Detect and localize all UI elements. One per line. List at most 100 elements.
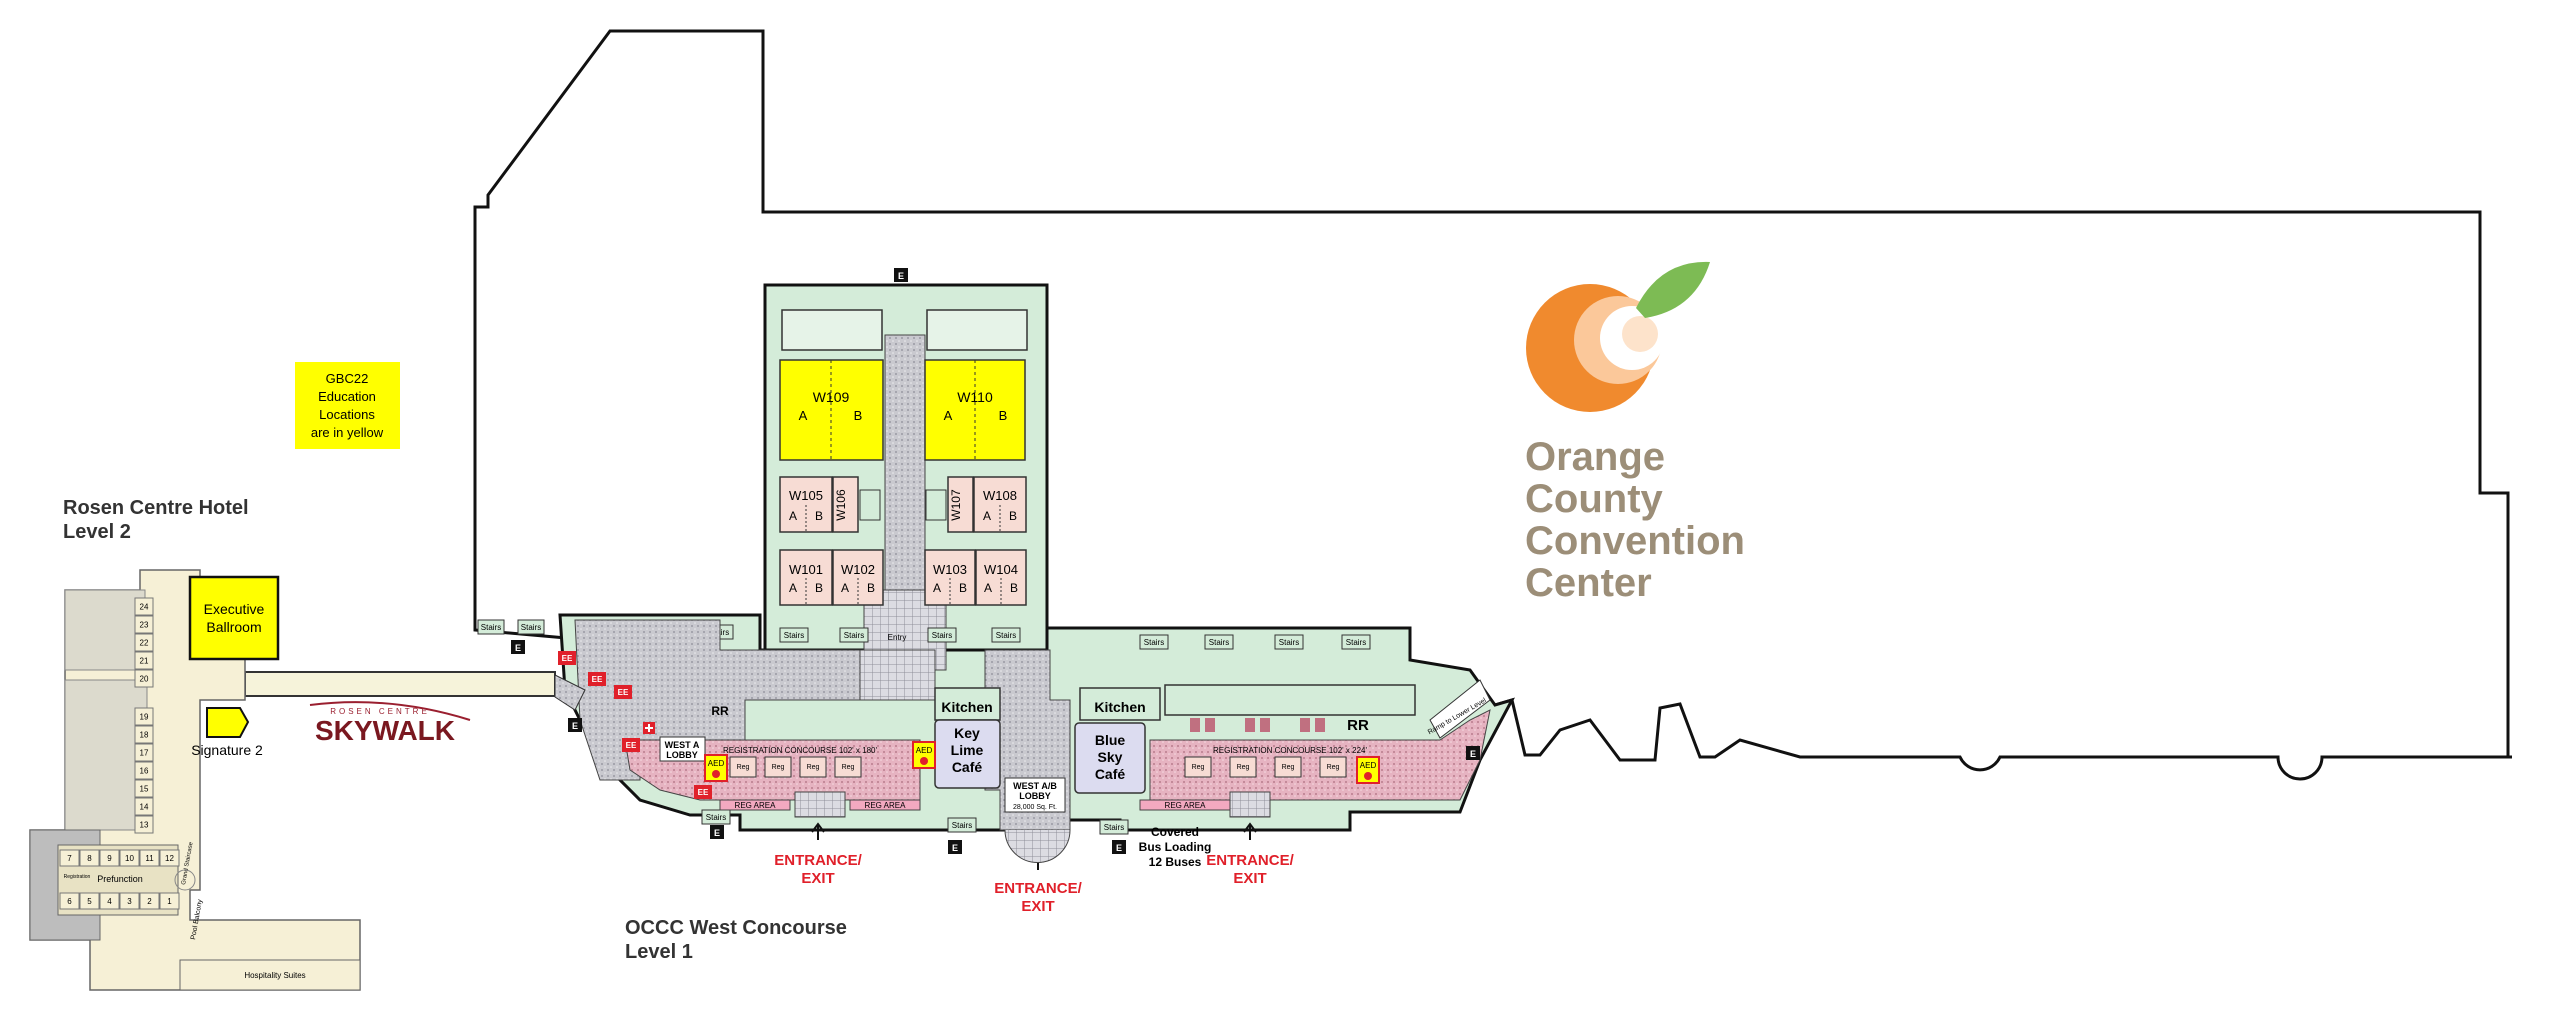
svg-text:WEST A: WEST A xyxy=(665,740,700,750)
svg-text:Stairs: Stairs xyxy=(1346,638,1366,647)
room-w108[interactable]: W108 A B xyxy=(973,476,1027,533)
svg-text:Lime: Lime xyxy=(951,742,984,758)
entrance-exit-1[interactable]: ENTRANCE/ EXIT xyxy=(774,822,863,887)
rosen-room xyxy=(134,815,154,834)
rosen-room xyxy=(119,849,140,867)
room-w106[interactable]: W106 xyxy=(832,476,859,533)
rosen-room-number: 13 xyxy=(140,821,149,830)
kitchen-right: Kitchen xyxy=(1079,687,1161,721)
rosen-room xyxy=(99,892,120,910)
svg-text:REG AREA: REG AREA xyxy=(865,801,907,810)
svg-text:Reg: Reg xyxy=(842,764,855,771)
svg-text:Stairs: Stairs xyxy=(1144,638,1164,647)
key-lime-cafe[interactable]: Key Lime Café xyxy=(934,719,1001,789)
svg-text:Café: Café xyxy=(952,759,983,775)
rosen-room xyxy=(134,725,154,744)
svg-text:EXIT: EXIT xyxy=(801,870,834,887)
room-w104[interactable]: W104 A B xyxy=(975,549,1027,606)
svg-text:County: County xyxy=(1525,477,1664,521)
svg-text:Covered: Covered xyxy=(1151,825,1199,839)
svg-text:Stairs: Stairs xyxy=(784,631,804,640)
room-w101[interactable]: W101 A B xyxy=(779,549,833,606)
blue-sky-cafe[interactable]: Blue Sky Café xyxy=(1074,722,1146,794)
rosen-room xyxy=(134,597,154,616)
svg-text:Stairs: Stairs xyxy=(844,631,864,640)
rosen-room-number: 3 xyxy=(127,897,132,906)
room-w102[interactable]: W102 A B xyxy=(832,549,884,606)
svg-text:Ballroom: Ballroom xyxy=(206,619,261,635)
svg-text:B: B xyxy=(1010,581,1018,595)
svg-text:E: E xyxy=(714,828,720,838)
rosen-room xyxy=(59,892,80,910)
svg-text:ENTRANCE/: ENTRANCE/ xyxy=(1206,852,1294,869)
occc-logo: Orange County Convention Center xyxy=(1525,261,1745,605)
rosen-room-number: 8 xyxy=(87,854,92,863)
rosen-room-number: 23 xyxy=(140,621,149,630)
svg-text:Locations: Locations xyxy=(319,407,375,422)
rosen-room-number: 9 xyxy=(107,854,112,863)
svg-text:Stairs: Stairs xyxy=(1209,638,1229,647)
rosen-room-number: 21 xyxy=(140,657,149,666)
svg-text:A: A xyxy=(933,581,941,595)
svg-text:EE: EE xyxy=(562,654,573,663)
aed-marker: AED xyxy=(912,741,936,769)
rosen-room-number: 22 xyxy=(140,639,149,648)
svg-text:are in yellow: are in yellow xyxy=(311,425,384,440)
room-w103[interactable]: W103 A B xyxy=(924,549,976,606)
svg-text:Key: Key xyxy=(954,725,980,741)
svg-text:Café: Café xyxy=(1095,766,1126,782)
rosen-room xyxy=(134,669,154,688)
room-w105[interactable]: W105 A B xyxy=(779,476,833,533)
entrance-exit-3[interactable]: ENTRANCE/ EXIT xyxy=(1206,822,1295,887)
svg-text:Stairs: Stairs xyxy=(481,623,501,632)
svg-text:E: E xyxy=(515,643,521,653)
svg-text:Prefunction: Prefunction xyxy=(97,874,143,884)
svg-text:W104: W104 xyxy=(984,562,1018,577)
svg-text:Stairs: Stairs xyxy=(952,821,972,830)
svg-text:W102: W102 xyxy=(841,562,875,577)
svg-text:Blue: Blue xyxy=(1095,732,1126,748)
svg-text:Stairs: Stairs xyxy=(706,813,726,822)
svg-text:RR: RR xyxy=(1347,717,1369,734)
room-w109[interactable]: W109 A B xyxy=(779,359,884,461)
svg-text:B: B xyxy=(815,581,823,595)
room-w107[interactable]: W107 xyxy=(947,476,974,533)
rosen-room xyxy=(134,797,154,816)
svg-text:AED: AED xyxy=(916,746,933,755)
svg-text:Rosen Centre Hotel: Rosen Centre Hotel xyxy=(63,497,249,519)
svg-text:GBC22: GBC22 xyxy=(326,371,369,386)
signature-2[interactable]: Signature 2 xyxy=(191,707,263,758)
executive-ballroom[interactable]: Executive Ballroom xyxy=(188,575,280,661)
rosen-title: Rosen Centre Hotel Level 2 xyxy=(63,497,249,543)
svg-text:Stairs: Stairs xyxy=(521,623,541,632)
svg-text:Kitchen: Kitchen xyxy=(1094,699,1145,715)
svg-text:RR: RR xyxy=(711,704,729,718)
aed-marker: AED xyxy=(1356,756,1380,784)
rosen-hotel-floorplan: Prefunction Registration Hospitality Sui… xyxy=(29,569,361,991)
svg-text:B: B xyxy=(959,581,967,595)
skywalk[interactable]: ROSEN CENTRE SKYWALK xyxy=(244,671,586,746)
svg-text:REG AREA: REG AREA xyxy=(735,801,777,810)
entrance-exit-2[interactable]: ENTRANCE/ EXIT xyxy=(994,852,1083,915)
rosen-room xyxy=(99,849,120,867)
svg-text:REGISTRATION CONCOURSE 102' x: REGISTRATION CONCOURSE 102' x 224' xyxy=(1213,746,1368,755)
rosen-room-number: 19 xyxy=(140,713,149,722)
room-w110[interactable]: W110 A B xyxy=(924,359,1026,461)
rosen-room xyxy=(134,707,154,726)
svg-text:A: A xyxy=(789,581,797,595)
svg-text:E: E xyxy=(1470,749,1476,759)
aed-marker: AED xyxy=(704,754,728,782)
svg-text:A: A xyxy=(799,408,808,423)
svg-text:Stairs: Stairs xyxy=(932,631,952,640)
svg-text:Reg: Reg xyxy=(807,764,820,771)
svg-text:B: B xyxy=(854,408,863,423)
svg-text:EE: EE xyxy=(592,675,603,684)
svg-text:OCCC West Concourse: OCCC West Concourse xyxy=(625,917,847,939)
rosen-room xyxy=(134,651,154,670)
stairs-labels: Stairs Stairs Stairs Stairs Entry Stairs… xyxy=(477,619,1371,835)
svg-text:Signature 2: Signature 2 xyxy=(191,742,263,758)
rosen-room-number: 1 xyxy=(167,897,172,906)
rosen-room xyxy=(119,892,140,910)
svg-text:Kitchen: Kitchen xyxy=(941,699,992,715)
